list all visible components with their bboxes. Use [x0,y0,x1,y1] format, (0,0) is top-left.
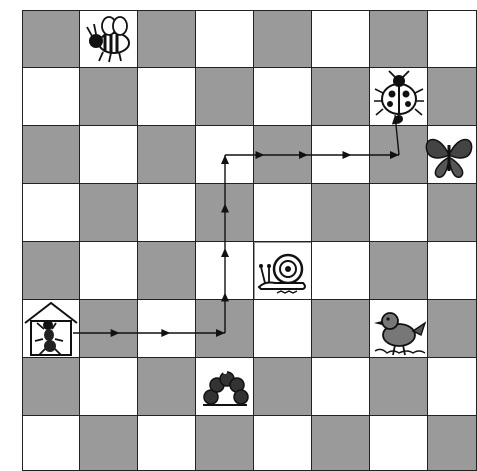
board-cell [138,242,196,300]
snail-icon [255,243,311,299]
board-cell [428,184,477,242]
ladybug-icon [371,69,427,125]
board-cell [196,416,254,471]
board-cell [22,10,80,68]
board-cell [370,242,428,300]
board-cell [22,126,80,184]
board-cell [254,126,312,184]
board-cell [80,68,138,126]
board-cell [22,358,80,416]
board-cell [312,68,370,126]
board-cell [80,358,138,416]
board-cell [80,300,138,358]
board-cell [138,10,196,68]
board-cell [138,184,196,242]
board-cell [80,184,138,242]
board-cell [312,416,370,471]
board-cell [22,242,80,300]
board-cell [312,126,370,184]
board-cell [138,68,196,126]
board-cell [138,416,196,471]
board-cell [138,126,196,184]
board-cell [370,358,428,416]
board-cell [196,242,254,300]
board-cell [428,242,477,300]
board-cell [370,10,428,68]
board-cell [428,10,477,68]
board-cell [80,416,138,471]
board-cell [428,416,477,471]
board-cell [80,126,138,184]
board-cell [22,68,80,126]
board-cell [312,10,370,68]
board-cell [428,358,477,416]
board-cell [22,184,80,242]
board-cell [370,184,428,242]
board-cell [312,184,370,242]
board-cell [312,242,370,300]
board-cell [196,126,254,184]
board-cell [370,416,428,471]
board-cell [138,300,196,358]
board-cell [370,126,428,184]
board-cell [196,10,254,68]
board-cell [138,358,196,416]
board-cell [196,184,254,242]
board-cell [254,68,312,126]
butterfly-icon [421,127,477,183]
bird-icon [371,301,427,357]
board-cell [312,358,370,416]
board-cell [254,300,312,358]
board-cell [254,184,312,242]
bee-icon [81,11,137,67]
board-cell [196,300,254,358]
board-cell [428,68,477,126]
board-cell [22,416,80,471]
board-cell [254,416,312,471]
board-cell [312,300,370,358]
board-cell [428,300,477,358]
board-cell [196,68,254,126]
board-cell [80,242,138,300]
caterpillar-icon [197,359,253,415]
board-cell [254,10,312,68]
ant-house-icon [23,301,79,357]
board-cell [254,358,312,416]
